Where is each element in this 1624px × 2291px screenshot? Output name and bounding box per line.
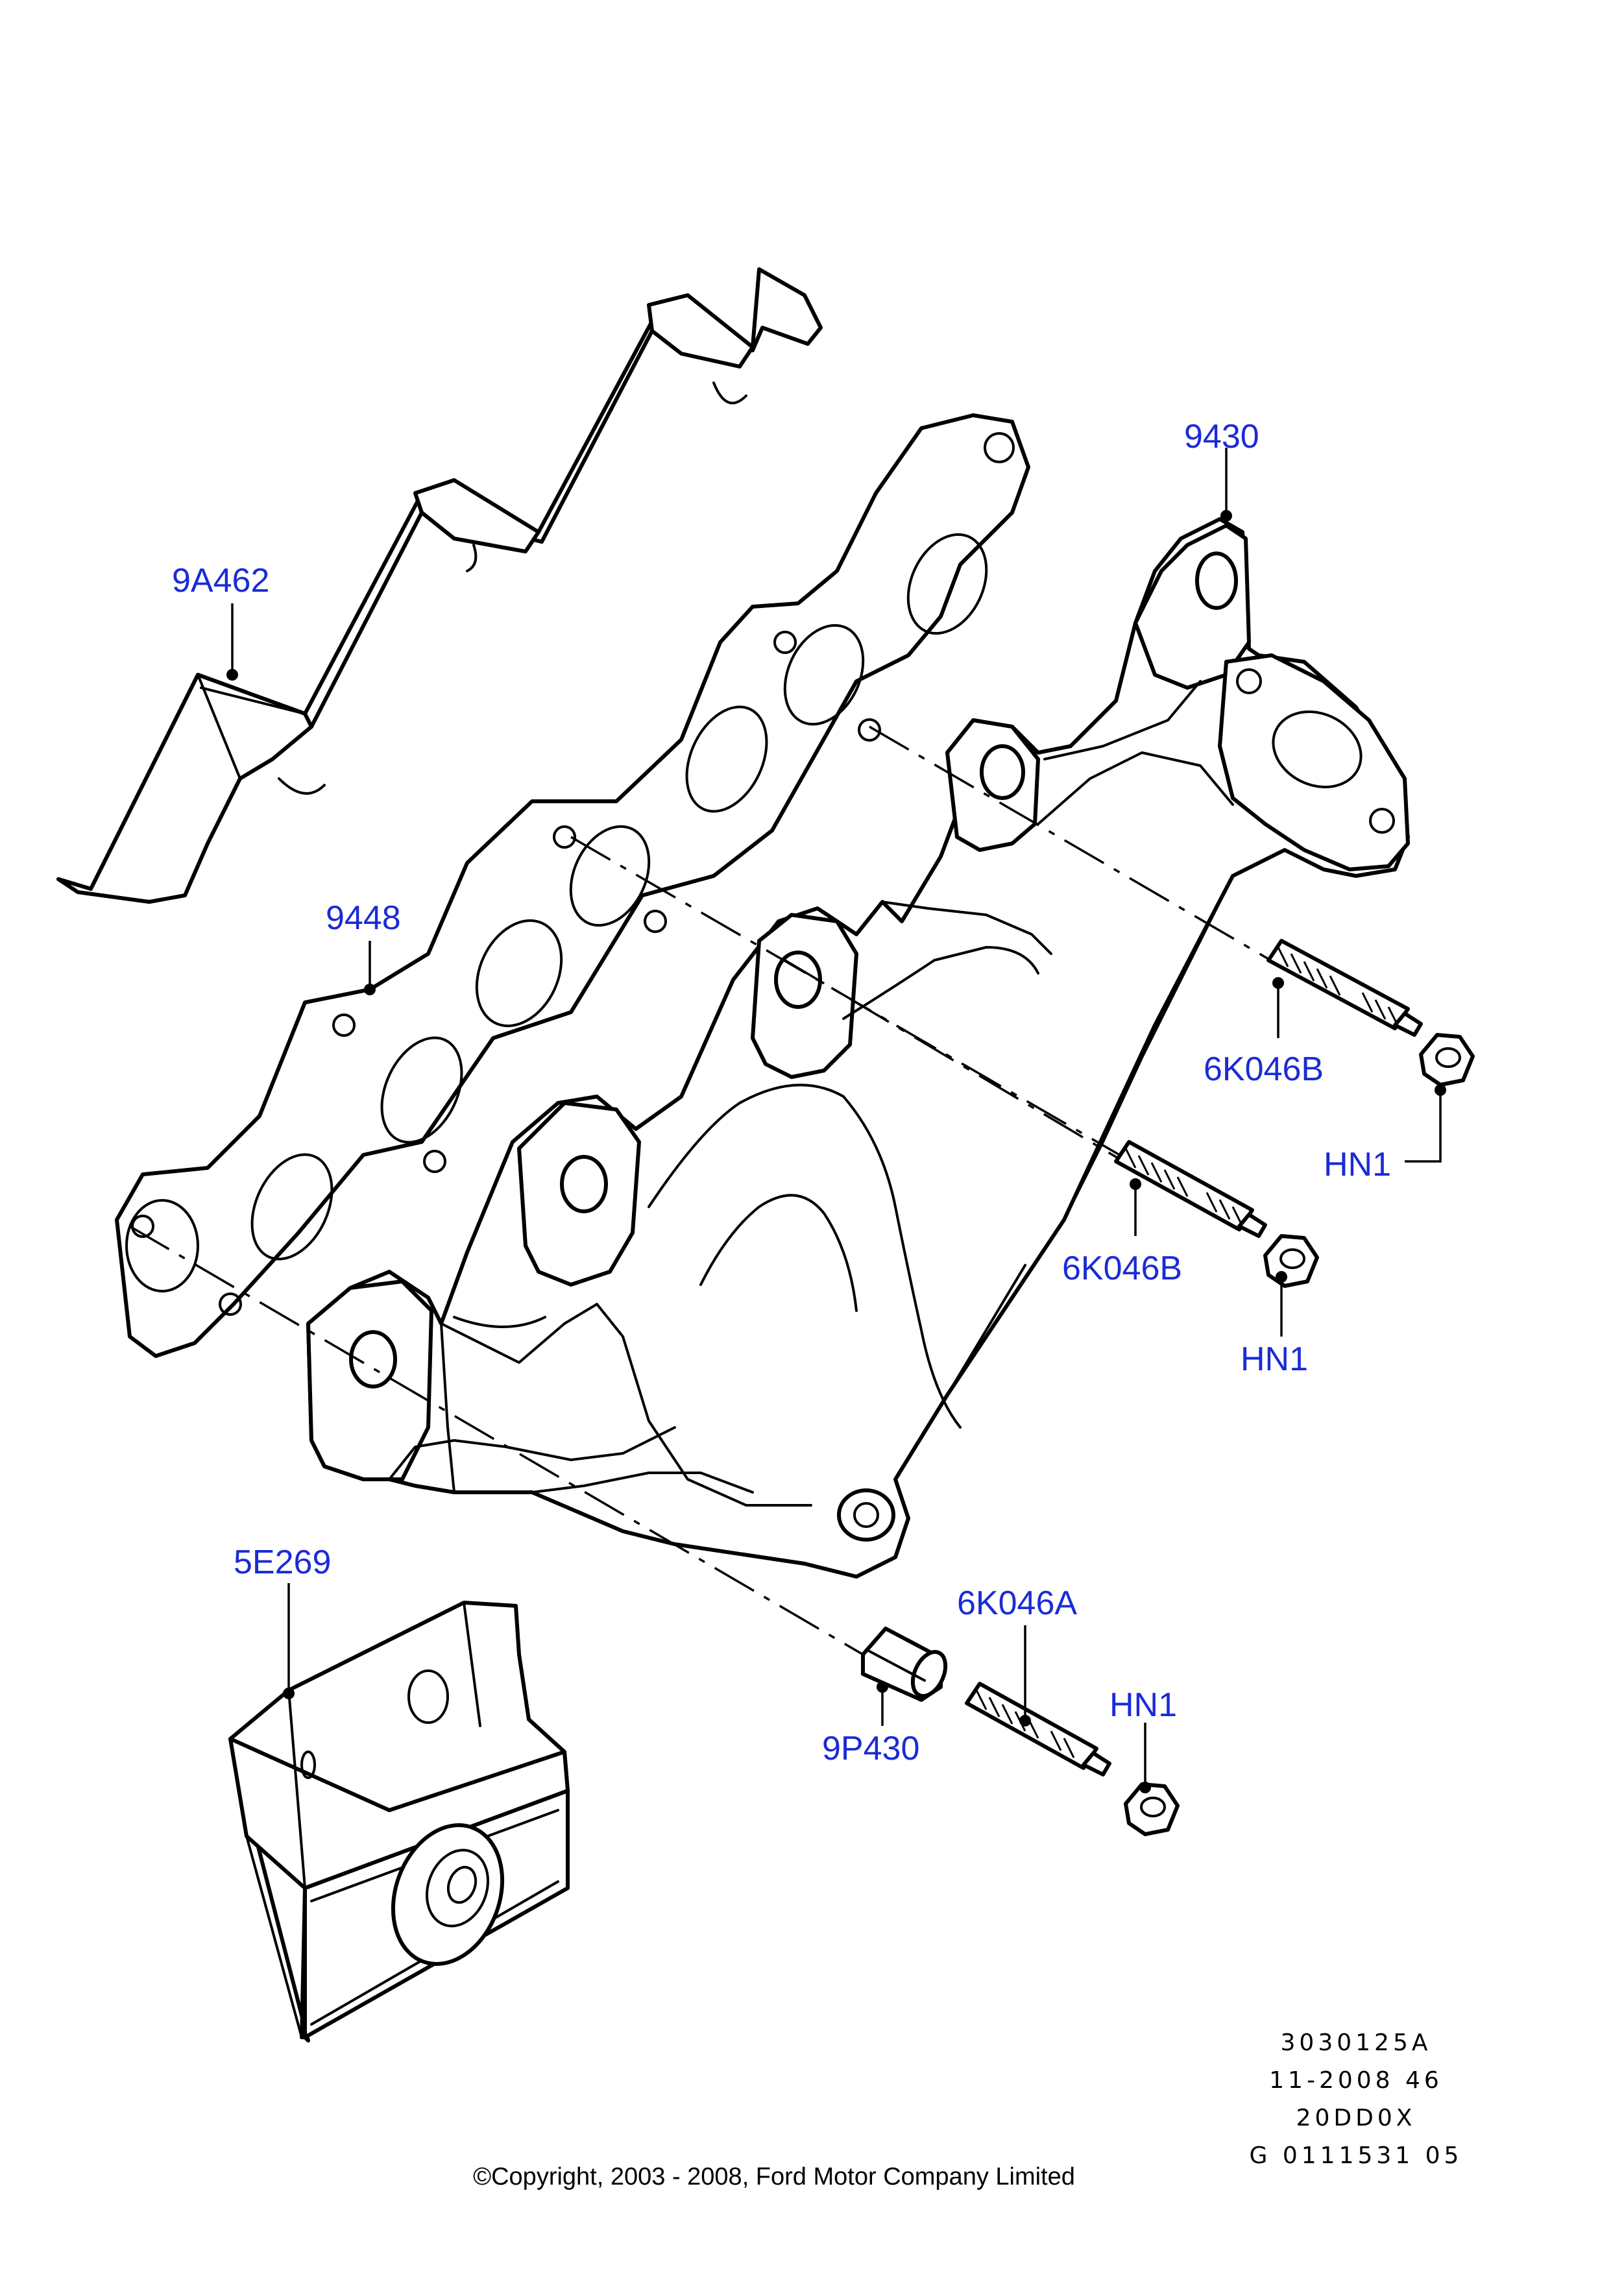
stud-6k046a xyxy=(965,1682,1111,1776)
stud-6k046b-upper xyxy=(1266,939,1423,1037)
callout-hn1-lower: HN1 xyxy=(1109,1686,1177,1793)
reference-line-3: 20DD0X xyxy=(1296,2105,1416,2131)
callout-label: HN1 xyxy=(1241,1340,1308,1378)
spacer-9p430 xyxy=(861,1627,948,1702)
callout-label: 9A462 xyxy=(172,562,269,600)
nut-hn1-middle xyxy=(1263,1234,1319,1288)
callout-5e269: 5E269 xyxy=(234,1544,331,1699)
callout-label: HN1 xyxy=(1109,1686,1177,1724)
callout-9430: 9430 xyxy=(1184,418,1259,522)
reference-line-1: 3030125A xyxy=(1281,2030,1432,2056)
lower-heat-shield xyxy=(228,1601,570,2043)
drawing-reference: 3030125A 11-2008 46 20DD0X G 0111531 05 xyxy=(1250,2030,1463,2169)
callout-9448: 9448 xyxy=(326,899,401,995)
callout-label: 6K046A xyxy=(957,1584,1077,1622)
callout-label: 5E269 xyxy=(234,1544,331,1581)
stud-6k046b-middle xyxy=(1114,1140,1267,1238)
callout-label: HN1 xyxy=(1324,1146,1391,1183)
callout-label: 6K046B xyxy=(1062,1250,1182,1287)
callout-label: 9448 xyxy=(326,899,401,937)
callout-6k046a: 6K046A xyxy=(957,1584,1077,1727)
callout-hn1-middle: HN1 xyxy=(1241,1271,1308,1378)
upper-heat-shield xyxy=(56,267,823,904)
nut-hn1-lower xyxy=(1124,1782,1180,1836)
callout-6k046b-upper: 6K046B xyxy=(1204,977,1324,1088)
manifold-gasket xyxy=(115,413,1030,1358)
callout-label: 6K046B xyxy=(1204,1050,1324,1088)
callout-9p430: 9P430 xyxy=(822,1681,919,1767)
callout-label: 9430 xyxy=(1184,418,1259,455)
copyright-notice: ©Copyright, 2003 - 2008, Ford Motor Comp… xyxy=(473,2163,1075,2190)
callout-hn1-upper: HN1 xyxy=(1324,1084,1446,1183)
callout-6k046b-middle: 6K046B xyxy=(1062,1178,1182,1287)
reference-line-4: G 0111531 05 xyxy=(1250,2142,1463,2169)
reference-line-2: 11-2008 46 xyxy=(1269,2067,1443,2094)
callout-label: 9P430 xyxy=(822,1730,919,1767)
callout-9a462: 9A462 xyxy=(172,562,269,681)
nut-hn1-upper xyxy=(1419,1033,1475,1087)
exhaust-manifold xyxy=(306,517,1410,1579)
assembly-axes xyxy=(129,725,1305,1656)
